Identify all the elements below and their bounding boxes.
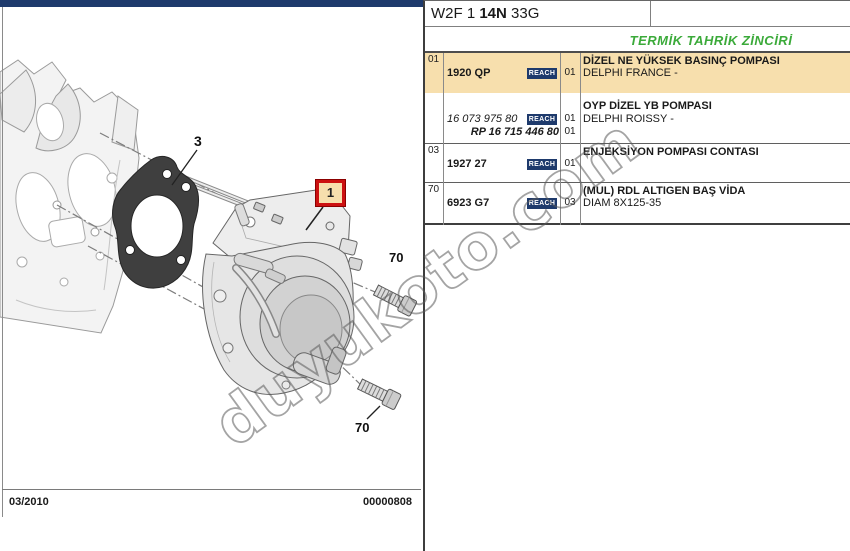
parts-row-group-01[interactable]: 01 DİZEL NE YÜKSEK BASINÇ POMPASI 1920 Q…: [425, 53, 850, 144]
section-title: TERMİK TAHRİK ZİNCİRİ: [629, 33, 793, 48]
page-code-prefix: W2F 1: [431, 5, 480, 22]
part-description: ENJEKSİYON POMPASI CONTASI: [583, 146, 759, 158]
panel-left-border: [2, 7, 3, 517]
part-number: 6923 G7: [447, 197, 490, 209]
quantity: 01: [564, 158, 576, 169]
ref-number: 03: [428, 145, 440, 156]
part-description: (MUL) RDL ALTIGEN BAŞ VİDA: [583, 185, 746, 197]
header-divider: [650, 1, 651, 27]
quantity: 01: [564, 126, 576, 137]
callout-leader-lines: [171, 149, 381, 420]
row-highlight: [425, 53, 850, 93]
parts-table: 01 DİZEL NE YÜKSEK BASINÇ POMPASI 1920 Q…: [425, 53, 850, 225]
catalog-date: 03/2010: [9, 496, 49, 508]
gasket-item-3[interactable]: [112, 156, 200, 289]
engine-block: [0, 59, 140, 334]
dimension-text: DIAM 8X125-35: [583, 197, 662, 209]
quantity: 01: [564, 67, 576, 78]
alt-part-description: OYP DİZEL YB POMPASI: [583, 100, 712, 112]
pump-item-1[interactable]: [202, 189, 363, 395]
section-title-row: TERMİK TAHRİK ZİNCİRİ: [425, 27, 850, 53]
parts-row-group-03[interactable]: 03 ENJEKSİYON POMPASI CONTASI 1927 27 RE…: [425, 144, 850, 183]
page-code-bold: 14N: [479, 5, 507, 22]
page-code-suffix: 33G: [506, 5, 540, 22]
reach-badge[interactable]: REACH: [527, 198, 557, 209]
bolt-70-bottom[interactable]: [356, 376, 402, 410]
diagram-panel: 1 3 70 70 03/2010 00000808: [0, 0, 423, 551]
column-line-qty-right: [580, 53, 581, 225]
bolt-70-top[interactable]: [372, 282, 418, 317]
ref-number: 01: [428, 54, 440, 65]
callout-item-1[interactable]: 1: [316, 180, 345, 206]
pump-exploded-diagram: [0, 59, 418, 420]
supplier-text: DELPHI ROISSY -: [583, 113, 674, 125]
diagram-bottom-border: [2, 489, 421, 490]
callout-item-3[interactable]: 3: [194, 133, 202, 149]
column-line-ref: [443, 53, 444, 225]
reach-badge[interactable]: REACH: [527, 159, 557, 170]
ref-number: 70: [428, 184, 440, 195]
callout-item-70-bottom[interactable]: 70: [355, 420, 370, 435]
page-code-row: W2F 1 14N 33G: [425, 1, 850, 27]
reach-badge[interactable]: REACH: [527, 114, 557, 125]
top-navy-bar: [0, 0, 423, 7]
part-number: 1927 27: [447, 158, 487, 170]
alt-part-number: 16 073 975 80: [447, 113, 518, 125]
quantity: 01: [564, 113, 576, 124]
replacement-part-number: RP 16 715 446 80: [470, 126, 559, 138]
quantity: 03: [564, 197, 576, 208]
column-line-qty-left: [560, 53, 561, 225]
parts-row-group-70[interactable]: 70 (MUL) RDL ALTIGEN BAŞ VİDA 6923 G7 RE…: [425, 183, 850, 225]
reach-badge[interactable]: REACH: [527, 68, 557, 79]
callout-item-70-top[interactable]: 70: [389, 250, 404, 265]
document-number: 00000808: [363, 496, 412, 508]
parts-panel: W2F 1 14N 33G TERMİK TAHRİK ZİNCİRİ 01 D…: [423, 0, 850, 551]
part-description: DİZEL NE YÜKSEK BASINÇ POMPASI: [583, 55, 780, 67]
supplier-text: DELPHI FRANCE -: [583, 67, 678, 79]
page-code: W2F 1 14N 33G: [431, 5, 539, 22]
part-number: 1920 QP: [447, 67, 491, 79]
